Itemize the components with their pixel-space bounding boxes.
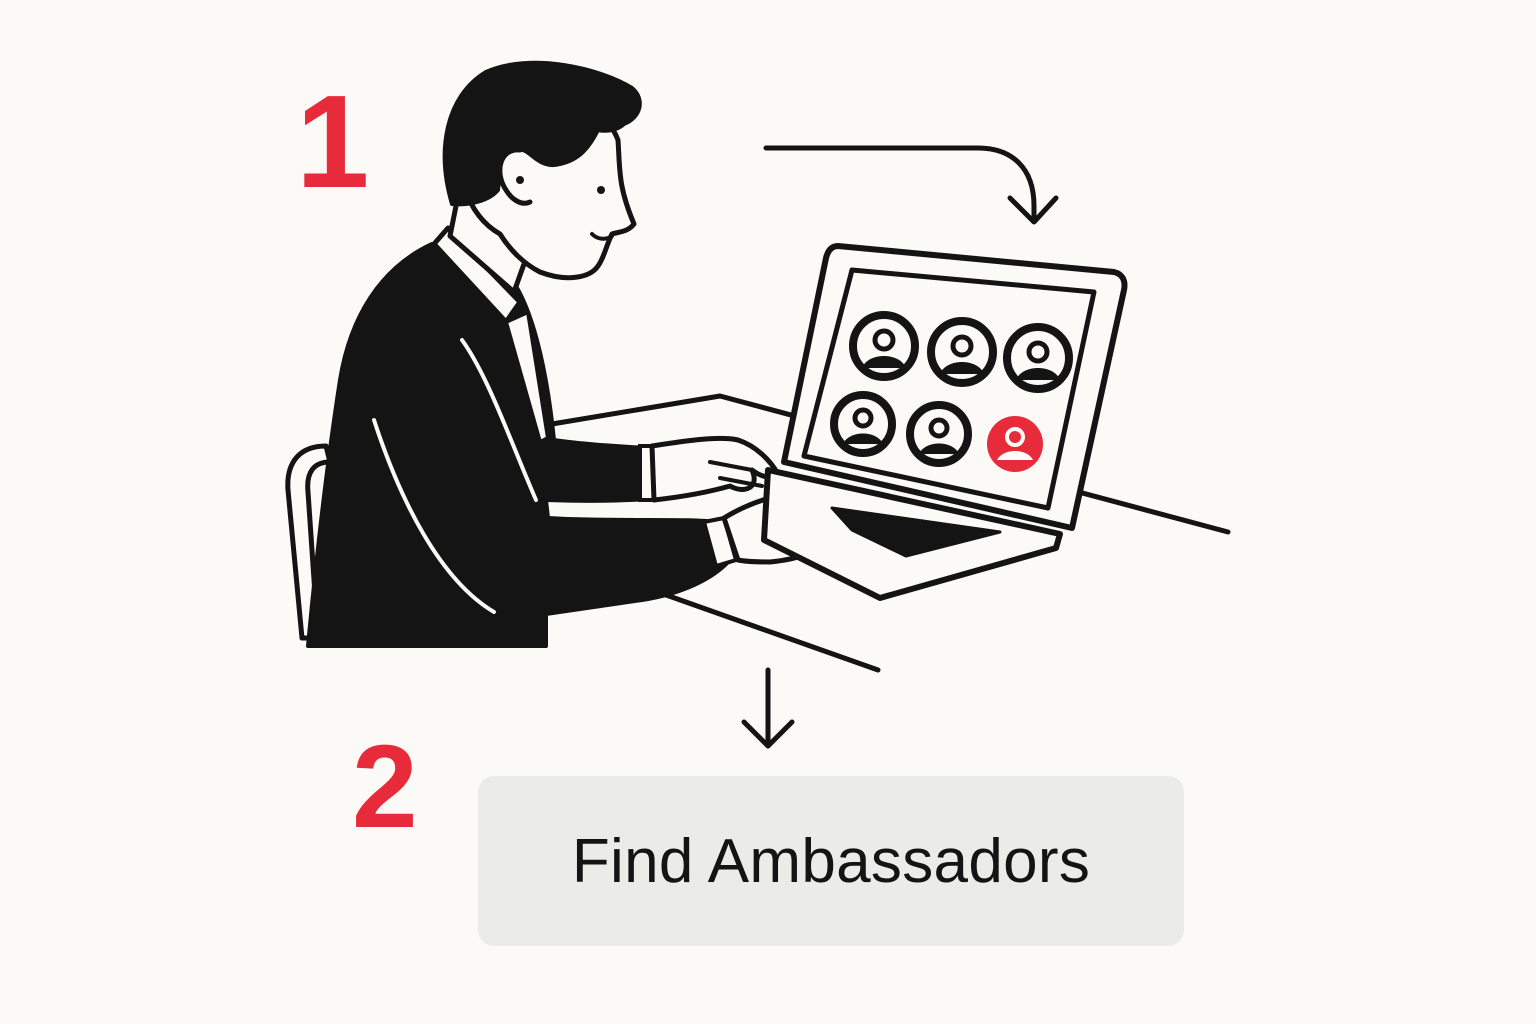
find-ambassadors-button[interactable]: Find Ambassadors — [478, 776, 1184, 946]
profile-avatar-icon — [927, 317, 997, 387]
step-number-2: 2 — [352, 721, 418, 853]
step-number-1: 1 — [296, 68, 370, 215]
profile-avatar-icon — [849, 311, 919, 381]
profile-avatar-icon — [1003, 323, 1073, 393]
down-arrow-icon — [741, 667, 795, 749]
highlighted-profile-icon — [987, 416, 1043, 472]
profile-avatar-icon — [830, 391, 896, 457]
curved-arrow-icon — [763, 145, 1059, 225]
person-at-laptop-illustration — [306, 60, 865, 648]
profile-grid — [830, 311, 1073, 472]
laptop-keyboard — [830, 506, 1002, 558]
profile-avatar-icon — [906, 401, 972, 467]
